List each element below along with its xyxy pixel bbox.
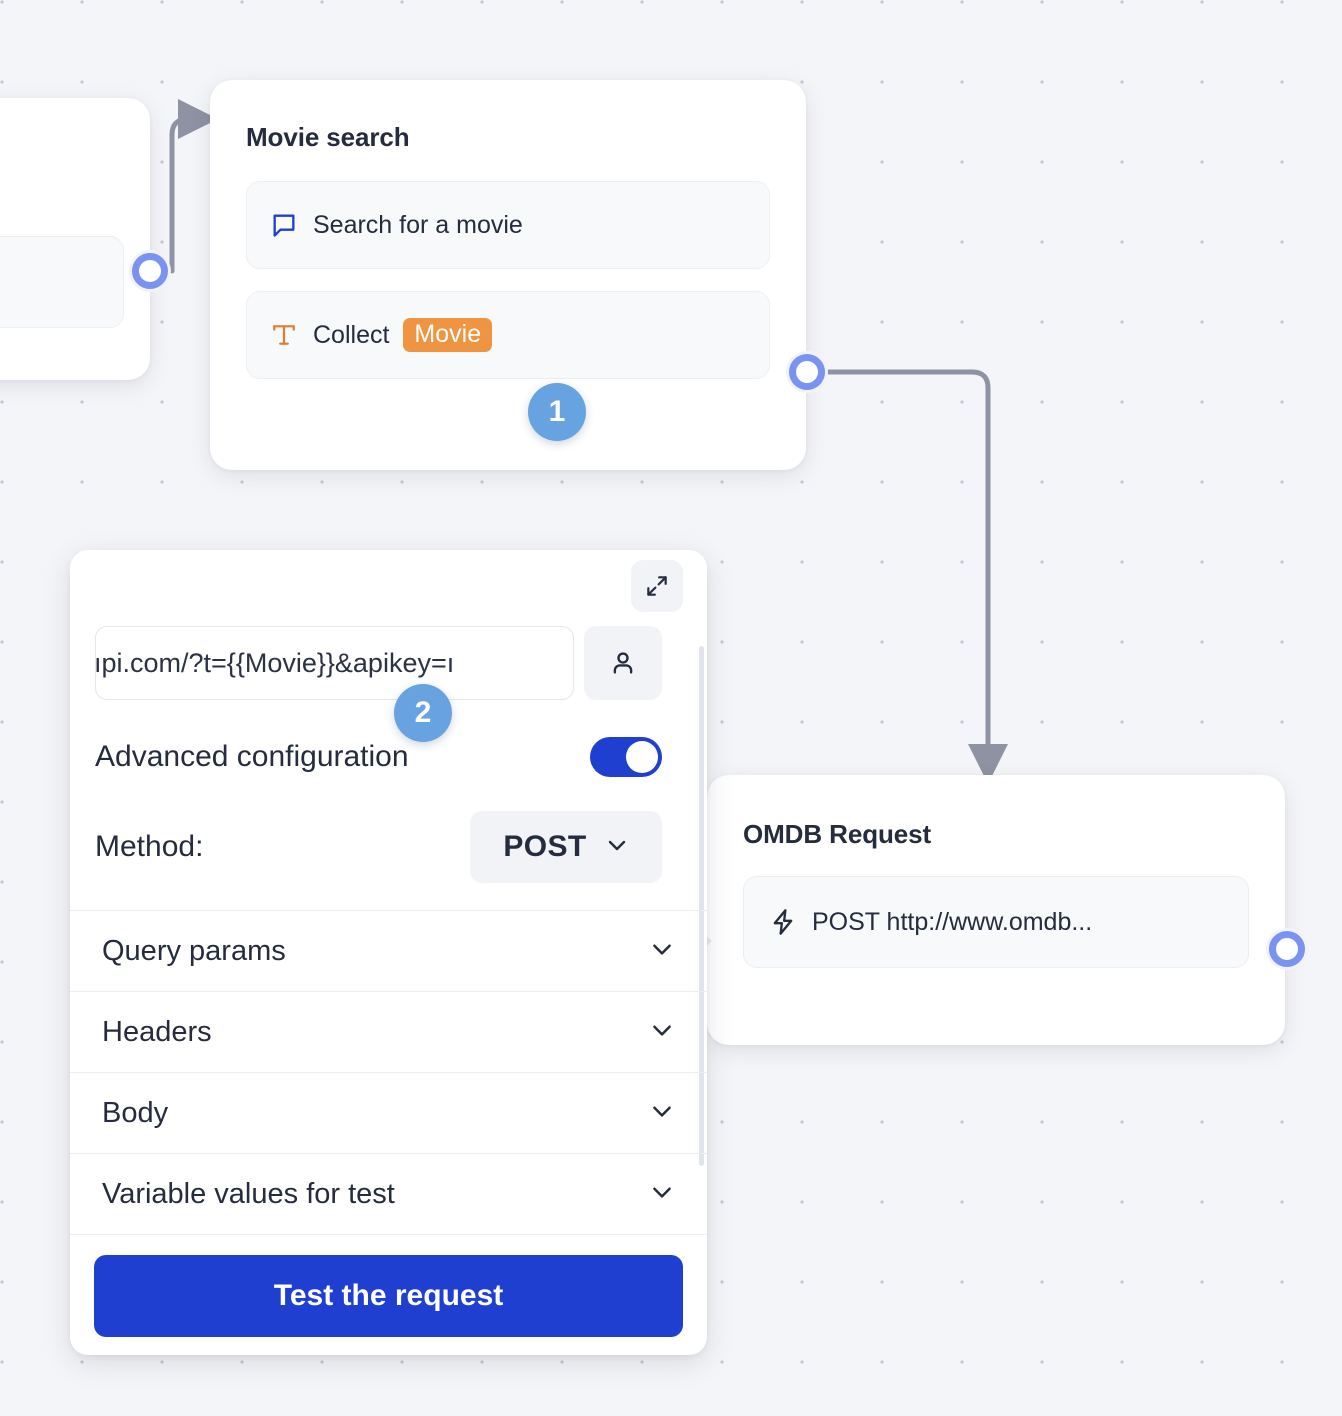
node-row-label: POST http://www.omdb...	[812, 907, 1093, 936]
chevron-down-icon	[649, 1098, 675, 1129]
url-row: ıpi.com/?t={{Movie}}&apikey=ı	[95, 626, 662, 700]
method-value: POST	[503, 830, 587, 863]
speech-bubble-icon	[269, 210, 299, 240]
accordion-headers[interactable]: Headers	[70, 991, 707, 1072]
accordion-label: Headers	[102, 1015, 212, 1048]
config-panel-body: ıpi.com/?t={{Movie}}&apikey=ı Advanced c…	[70, 626, 687, 900]
step-badge-1: 1	[528, 383, 586, 441]
accordion-label: Body	[102, 1096, 169, 1129]
accordion-label: Query params	[102, 934, 286, 967]
accordion-body[interactable]: Body	[70, 1072, 707, 1153]
method-select[interactable]: POST	[470, 811, 662, 883]
chevron-down-icon	[605, 833, 629, 862]
test-button-label: Test the request	[273, 1279, 504, 1312]
request-url-value: ıpi.com/?t={{Movie}}&apikey=ı	[95, 647, 455, 678]
node-card-movie-search[interactable]: Movie search Search for a movie Collect	[210, 80, 806, 470]
node-title-movie-search: Movie search	[246, 122, 410, 152]
edge-left-to-movie	[169, 99, 219, 274]
node-card-partial-left[interactable]	[0, 98, 150, 380]
connector-port-omdb-output[interactable]	[1266, 928, 1308, 970]
method-row: Method: POST	[95, 804, 662, 890]
node-row-search-for-a-movie[interactable]: Search for a movie	[246, 181, 770, 269]
chevron-down-icon	[649, 1017, 675, 1048]
node-card-omdb-request[interactable]: OMDB Request POST http://www.omdb...	[707, 775, 1285, 1045]
step-badge-2: 2	[394, 684, 452, 742]
accordion-variable-values-for-test[interactable]: Variable values for test	[70, 1153, 707, 1234]
text-type-icon	[269, 320, 299, 350]
variable-chip-movie[interactable]: Movie	[403, 317, 493, 353]
node-row-post-request[interactable]: POST http://www.omdb...	[743, 876, 1249, 968]
chevron-down-icon	[649, 936, 675, 967]
accordion-label: Variable values for test	[102, 1177, 395, 1210]
node-title-omdb-request: OMDB Request	[743, 819, 932, 849]
accordion-bottom-divider	[70, 1234, 707, 1235]
panel-scrollbar[interactable]	[699, 646, 704, 1166]
connector-port-left-node-output[interactable]	[129, 250, 171, 292]
edge-movie-to-omdb	[826, 369, 1008, 785]
advanced-configuration-row: Advanced configuration	[95, 722, 662, 792]
lightning-bolt-icon	[768, 907, 798, 937]
request-config-panel[interactable]: ıpi.com/?t={{Movie}}&apikey=ı Advanced c…	[70, 550, 707, 1355]
request-url-input[interactable]: ıpi.com/?t={{Movie}}&apikey=ı	[95, 626, 574, 700]
node-row-label-prefix: Collect	[313, 320, 390, 349]
chevron-down-icon	[649, 1179, 675, 1210]
node-row-label: Search for a movie	[313, 210, 523, 239]
expand-diagonal-icon[interactable]	[631, 560, 683, 612]
node-row-collect-movie[interactable]: Collect Movie	[246, 291, 770, 379]
method-label: Method:	[95, 830, 204, 863]
advanced-configuration-toggle[interactable]	[590, 737, 662, 777]
node-row-partial[interactable]	[0, 236, 124, 328]
accordion-query-params[interactable]: Query params	[70, 910, 707, 991]
person-icon[interactable]	[584, 626, 662, 700]
test-the-request-button[interactable]: Test the request	[94, 1255, 683, 1337]
connector-port-movie-search-output[interactable]	[786, 351, 828, 393]
accordion-list: Query params Headers Body	[70, 910, 707, 1337]
advanced-configuration-label: Advanced configuration	[95, 740, 409, 773]
